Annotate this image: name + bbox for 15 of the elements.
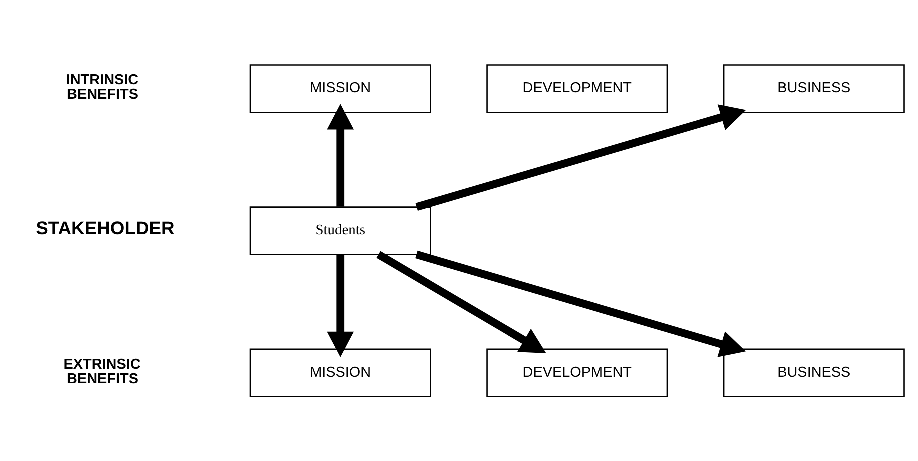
arrow <box>416 250 746 357</box>
node-box: DEVELOPMENT <box>486 348 668 397</box>
arrow <box>327 254 354 357</box>
node-box: BUSINESS <box>723 348 905 397</box>
arrow <box>416 104 746 210</box>
label: INTRINSIC BENEFITS <box>66 72 139 103</box>
label: EXTRINSIC BENEFITS <box>64 356 141 387</box>
node-box: Students <box>250 206 432 255</box>
node-box: MISSION <box>250 64 432 113</box>
label: STAKEHOLDER <box>36 217 175 238</box>
node-box: DEVELOPMENT <box>486 64 668 113</box>
node-box: BUSINESS <box>723 64 905 113</box>
arrow <box>376 250 546 353</box>
node-box: MISSION <box>250 348 432 397</box>
arrow <box>327 104 354 206</box>
